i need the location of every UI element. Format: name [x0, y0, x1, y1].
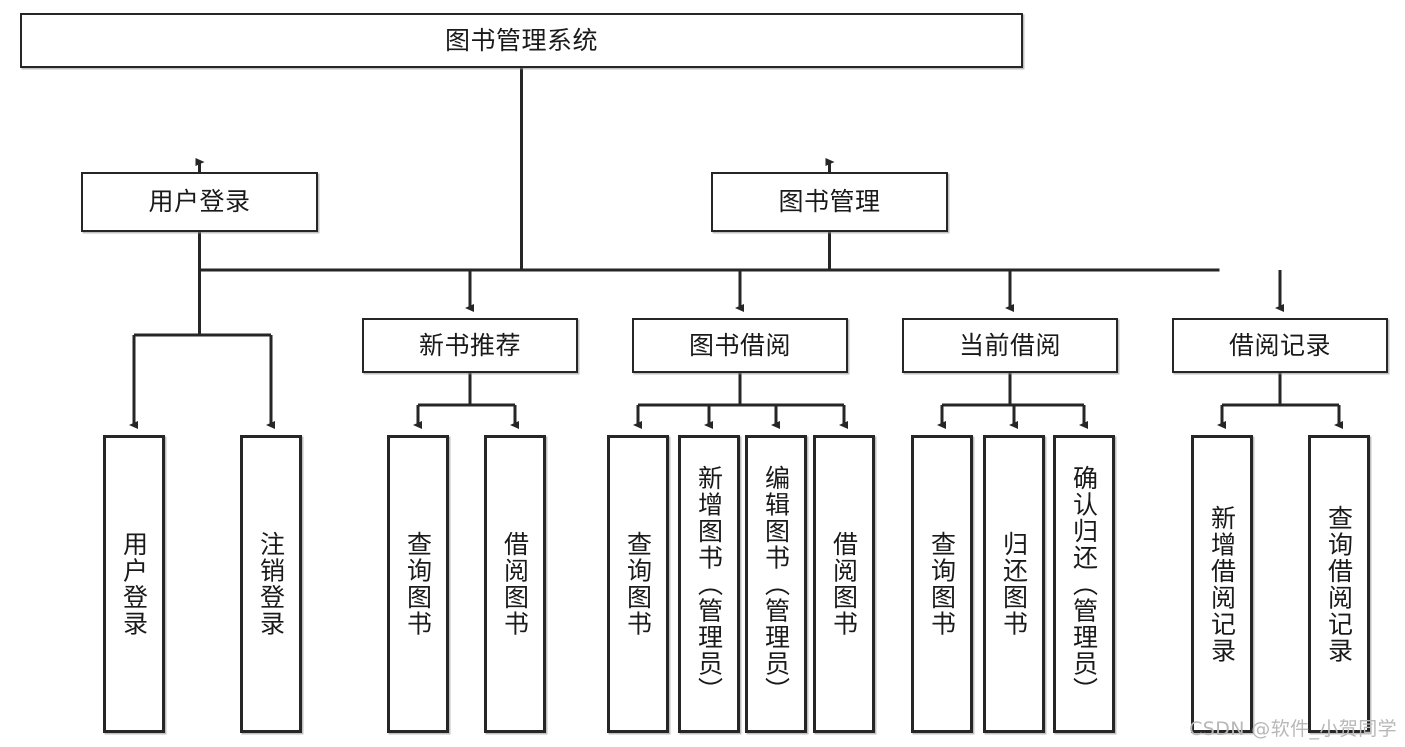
leaf-user-logout[interactable]: 注销登录	[240, 435, 302, 733]
leaf-query-borrow-record-label: 查询借阅记录	[1324, 504, 1354, 664]
node-book-management-label: 图书管理	[778, 187, 881, 217]
node-root[interactable]: 图书管理系统	[20, 13, 1023, 68]
node-book-borrow[interactable]: 图书借阅	[632, 318, 848, 373]
node-new-book-recommend[interactable]: 新书推荐	[362, 318, 578, 373]
leaf-user-login-label: 用户登录	[119, 531, 149, 637]
leaf-borrow-book-2[interactable]: 借阅图书	[813, 435, 875, 733]
leaf-add-borrow-record-label: 新增借阅记录	[1207, 504, 1237, 664]
leaf-edit-book-label: 编辑图书（管理员）	[761, 464, 791, 704]
node-current-borrow-label: 当前借阅	[958, 330, 1061, 360]
node-book-borrow-label: 图书借阅	[688, 330, 791, 360]
leaf-return-book[interactable]: 归还图书	[983, 435, 1045, 733]
leaf-query-book-3-label: 查询图书	[927, 531, 957, 637]
leaf-add-borrow-record[interactable]: 新增借阅记录	[1191, 435, 1253, 733]
node-borrow-records[interactable]: 借阅记录	[1172, 318, 1388, 373]
csdn-watermark: CSDN @软件_小贺同学	[1189, 718, 1397, 740]
node-current-borrow[interactable]: 当前借阅	[902, 318, 1118, 373]
node-user-login[interactable]: 用户登录	[81, 172, 318, 232]
leaf-borrow-book-1-label: 借阅图书	[500, 531, 530, 637]
leaf-edit-book[interactable]: 编辑图书（管理员）	[745, 435, 807, 733]
leaf-user-login[interactable]: 用户登录	[103, 435, 165, 733]
leaf-query-book-3[interactable]: 查询图书	[911, 435, 973, 733]
leaf-borrow-book-1[interactable]: 借阅图书	[484, 435, 546, 733]
leaf-query-borrow-record[interactable]: 查询借阅记录	[1308, 435, 1370, 733]
node-user-login-label: 用户登录	[148, 187, 251, 217]
leaf-return-book-label: 归还图书	[999, 531, 1029, 637]
leaf-query-book-1-label: 查询图书	[403, 531, 433, 637]
node-new-book-recommend-label: 新书推荐	[418, 330, 521, 360]
node-book-management[interactable]: 图书管理	[711, 172, 948, 232]
node-root-label: 图书管理系统	[444, 25, 598, 55]
leaf-add-book-label: 新增图书（管理员）	[694, 464, 724, 704]
leaf-query-book-1[interactable]: 查询图书	[387, 435, 449, 733]
node-borrow-records-label: 借阅记录	[1228, 330, 1331, 360]
leaf-query-book-2[interactable]: 查询图书	[607, 435, 669, 733]
leaf-query-book-2-label: 查询图书	[623, 531, 653, 637]
leaf-confirm-return[interactable]: 确认归还（管理员）	[1053, 435, 1115, 733]
leaf-confirm-return-label: 确认归还（管理员）	[1069, 464, 1099, 704]
leaf-borrow-book-2-label: 借阅图书	[829, 531, 859, 637]
leaf-user-logout-label: 注销登录	[256, 531, 286, 637]
leaf-add-book[interactable]: 新增图书（管理员）	[678, 435, 740, 733]
